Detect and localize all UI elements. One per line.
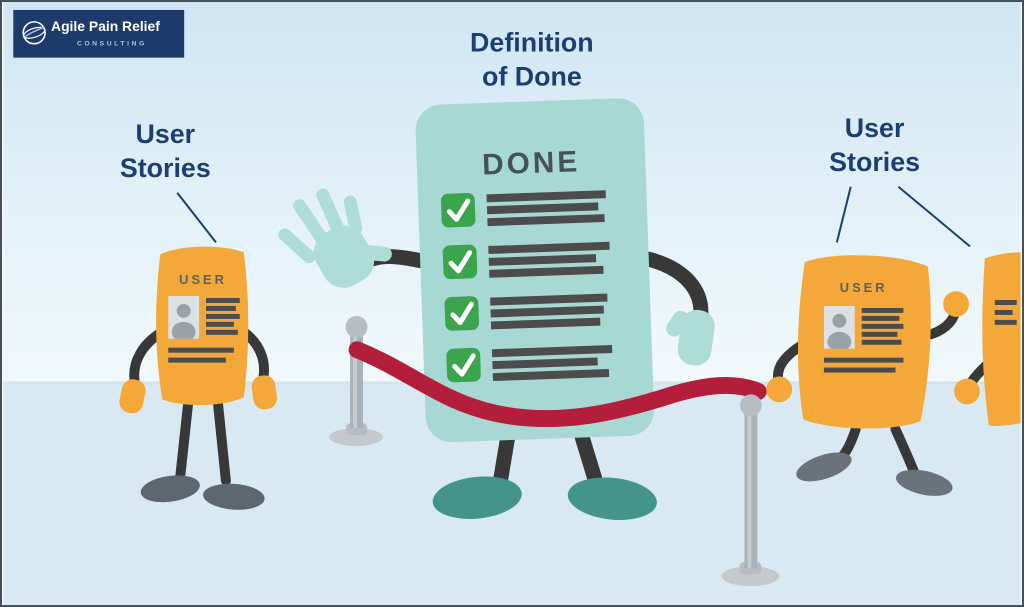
- user-card-label: USER: [179, 272, 227, 287]
- checklist-row: [444, 293, 608, 331]
- checklist-row: [442, 241, 610, 280]
- check-icon: [450, 301, 474, 326]
- user-card-text-bars: [823, 307, 904, 373]
- done-right-hand: [666, 309, 715, 366]
- checkbox-icon: [444, 296, 480, 331]
- check-icon: [448, 250, 473, 274]
- checkbox-icon: [446, 347, 481, 383]
- check-icon: [446, 198, 471, 222]
- done-right-shoe: [567, 477, 657, 520]
- right-user-story-character: USER: [766, 255, 969, 496]
- right-pointer-line-right: [897, 186, 971, 248]
- partial-card-fist: [954, 378, 980, 405]
- user-photo-silhouette: [827, 313, 852, 349]
- done-heading: DONE: [482, 145, 581, 181]
- left-user-stories-label: User Stories: [120, 119, 217, 244]
- user-card-label: USER: [840, 280, 888, 295]
- partial-card-body: [982, 252, 1021, 427]
- done-card: DONE: [415, 98, 655, 443]
- checklist-row: [440, 190, 606, 228]
- partial-card-text-bars: [994, 300, 1017, 325]
- right-label-line2: Stories: [829, 147, 920, 177]
- stanchion-right: [721, 394, 780, 587]
- left-char-right-shoe: [203, 483, 265, 510]
- user-story-card: [156, 246, 249, 406]
- checklist-row: [446, 345, 613, 383]
- done-left-shoe: [432, 476, 522, 519]
- done-left-leg: [492, 427, 516, 491]
- right-char-left-fist: [766, 376, 793, 403]
- left-char-left-leg: [175, 398, 194, 482]
- right-pointer-line-left: [835, 186, 852, 243]
- brand-name: Agile Pain Relief: [51, 18, 160, 34]
- left-pointer-line: [176, 192, 217, 244]
- logo: Agile Pain Relief CONSULTING: [13, 9, 185, 58]
- check-icon: [452, 353, 476, 377]
- right-char-right-fist: [943, 291, 969, 317]
- right-char-back-shoe: [895, 469, 953, 496]
- stop-hand-icon: [278, 188, 392, 288]
- left-char-left-hand: [119, 379, 146, 414]
- left-label-line1: User: [135, 119, 195, 149]
- left-char-right-hand: [251, 375, 278, 410]
- brand-tagline: CONSULTING: [77, 41, 147, 48]
- user-card-text-bars: [168, 298, 240, 363]
- done-right-arm: [637, 250, 709, 324]
- title-line2: of Done: [482, 61, 582, 91]
- user-photo-silhouette: [171, 303, 196, 339]
- checkbox-icon: [442, 244, 478, 280]
- right-user-stories-label: User Stories: [829, 113, 971, 248]
- rope-ribbon: [348, 341, 767, 428]
- right-label-line1: User: [845, 113, 905, 143]
- right-char-front-shoe: [796, 452, 852, 482]
- done-character: DONE: [278, 98, 715, 520]
- done-right-leg: [574, 427, 603, 489]
- left-label-line2: Stories: [120, 153, 211, 183]
- left-char-left-shoe: [140, 475, 200, 503]
- partial-user-story-card: [954, 252, 1021, 427]
- checkbox-icon: [440, 193, 476, 228]
- logo-globe-icon: [22, 21, 46, 45]
- left-char-right-leg: [212, 398, 231, 486]
- title-line1: Definition: [470, 28, 594, 58]
- left-user-story-character: USER: [119, 246, 278, 510]
- title: Definition of Done: [470, 28, 594, 92]
